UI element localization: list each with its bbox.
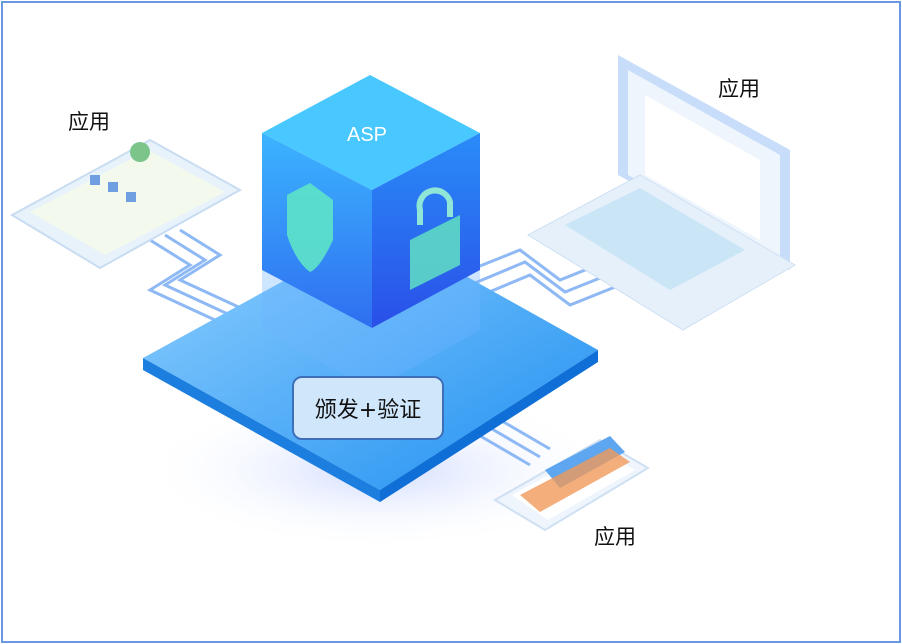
cube-title: ASP <box>347 124 388 146</box>
app-label-left: 应用 <box>68 110 110 134</box>
phone-device <box>493 436 650 532</box>
laptop-device <box>526 55 796 331</box>
shield-icon <box>287 183 333 272</box>
platform <box>143 228 598 490</box>
issue-verify-box: 颁发+验证 <box>292 376 444 440</box>
cube-right <box>372 133 480 328</box>
connector-left <box>146 228 246 322</box>
app-label-right: 应用 <box>718 77 760 101</box>
app-label-bottom: 应用 <box>594 525 636 549</box>
tablet-device <box>9 138 243 270</box>
lock-icon <box>410 187 460 290</box>
cube-top <box>262 75 480 190</box>
